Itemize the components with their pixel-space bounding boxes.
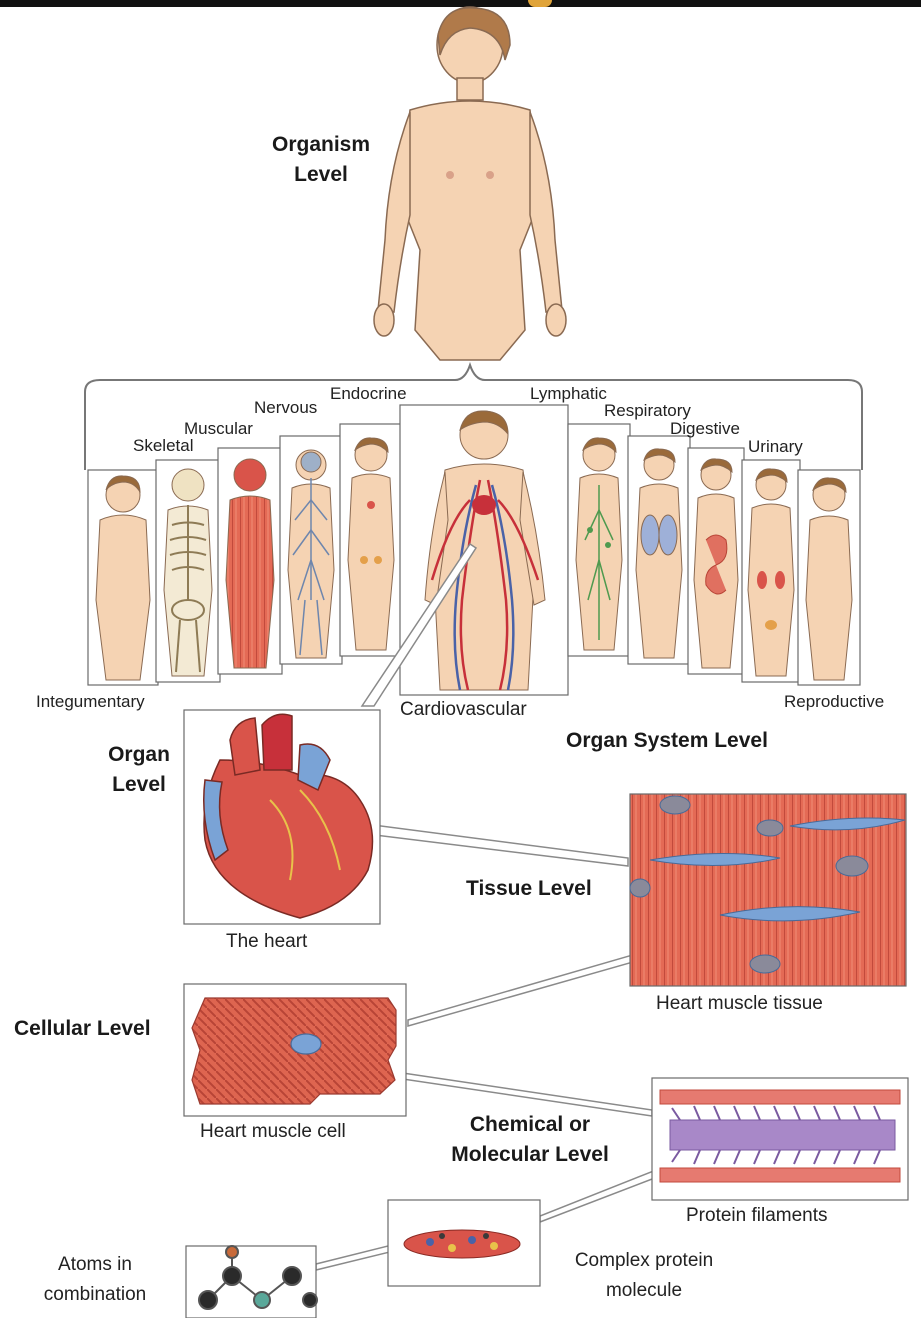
system-label-respiratory: Respiratory [604,401,691,421]
chemical-level-label: Chemical or Molecular Level [430,1110,630,1170]
tissue-caption: Heart muscle tissue [656,992,823,1016]
organism-level-label: Organism Level [256,130,386,190]
filaments-caption: Protein filaments [686,1204,828,1228]
system-label-digestive: Digestive [670,419,740,439]
system-label-skeletal: Skeletal [133,436,193,456]
system-label-urinary: Urinary [748,437,803,457]
tissue-level-label: Tissue Level [466,874,592,904]
organ-system-level-label: Organ System Level [566,726,768,756]
organ-level-label: Organ Level [94,740,184,800]
system-label-reproductive: Reproductive [784,692,884,712]
system-label-muscular: Muscular [184,419,253,439]
system-label-integumentary: Integumentary [36,692,145,712]
heart-caption: The heart [226,930,307,954]
molecule-caption: Complex protein molecule [548,1246,740,1306]
cellular-level-label: Cellular Level [14,1014,151,1044]
cell-caption: Heart muscle cell [200,1120,346,1144]
filaments-illustration [660,1090,900,1182]
atoms-caption: Atoms in combination [20,1250,170,1310]
cell-illustration [192,998,396,1104]
system-label-cardiovascular: Cardiovascular [400,698,527,722]
molecule-illustration [404,1230,520,1258]
organism-figure [374,7,566,360]
system-label-lymphatic: Lymphatic [530,384,607,404]
system-label-endocrine: Endocrine [330,384,407,404]
system-label-nervous: Nervous [254,398,317,418]
